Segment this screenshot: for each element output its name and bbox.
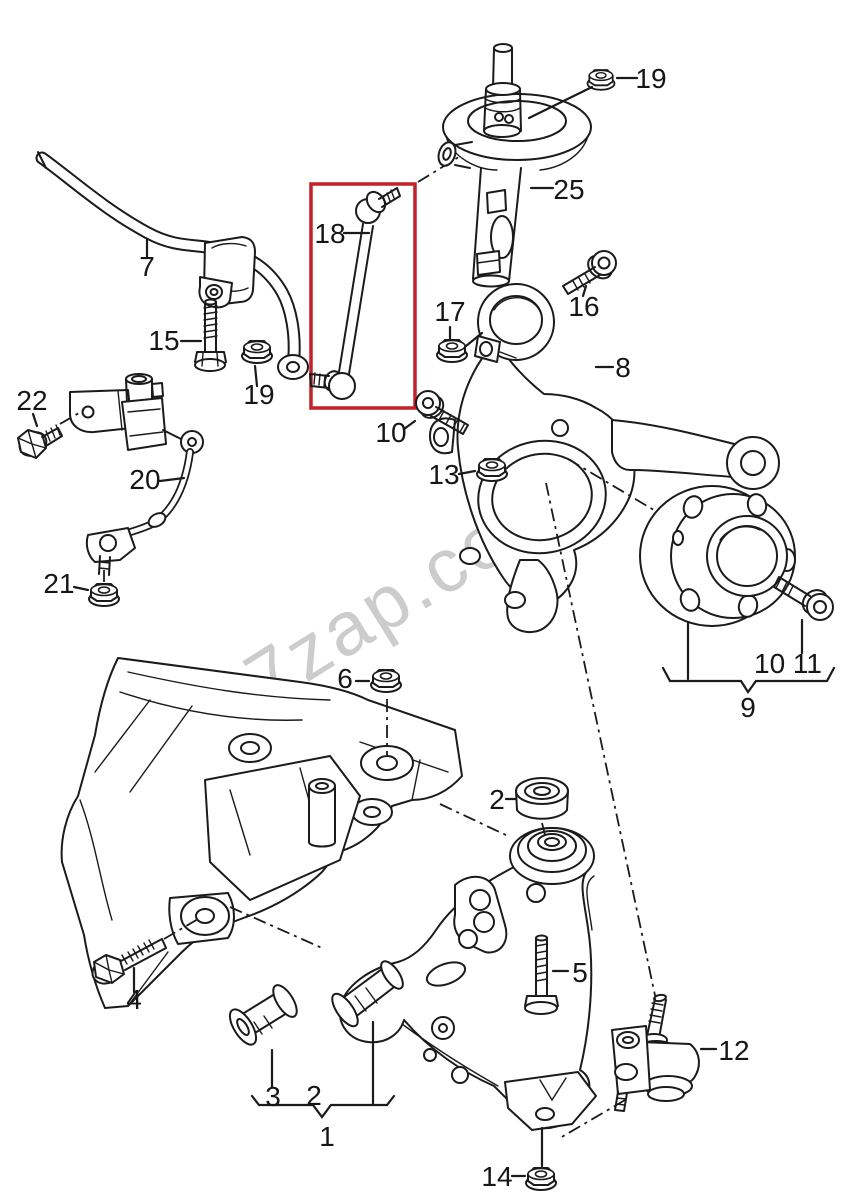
nut-19-left: [241, 340, 273, 364]
callout-10[interactable]: 10: [375, 417, 406, 448]
control-arm: [331, 827, 597, 1131]
bushing2-line: [541, 822, 546, 836]
callout-6[interactable]: 6: [337, 663, 353, 694]
callout-17[interactable]: 17: [434, 296, 465, 327]
callout-14[interactable]: 14: [481, 1161, 512, 1192]
wheel-hub: [639, 485, 796, 627]
nut-14: [525, 1167, 557, 1191]
nut-21: [88, 583, 120, 607]
stabilizer-clamp: [198, 236, 256, 309]
callout-15[interactable]: 15: [148, 325, 179, 356]
bolt-10: [415, 390, 469, 435]
arm-balljoint-tab: [504, 1071, 597, 1131]
callout-20[interactable]: 20: [129, 464, 160, 495]
bolt-4: [91, 938, 167, 985]
highlight-box: [309, 182, 417, 410]
callout-2-lower[interactable]: 2: [306, 1080, 322, 1111]
callout-10-11[interactable]: 10 11: [754, 648, 822, 679]
knuckle-to-hub-line: [567, 458, 670, 520]
callout-5[interactable]: 5: [572, 957, 588, 988]
callout-19-top[interactable]: 19: [635, 63, 666, 94]
knuckle-to-balljoint-line: [545, 482, 657, 1001]
bolt-11: [773, 576, 834, 621]
subframe-to-housing-line: [439, 803, 509, 837]
rear-bushing: [331, 960, 404, 1028]
leader-lines: [31, 76, 836, 1178]
bolt22-line: [59, 409, 85, 425]
bushing-3: [228, 984, 298, 1046]
callout-13[interactable]: 13: [428, 459, 459, 490]
stabilizer-link: [309, 187, 401, 400]
subframe: [60, 657, 463, 1009]
callout-7[interactable]: 7: [139, 251, 155, 282]
subframe-to-arm-line: [229, 906, 323, 949]
callout-21[interactable]: 21: [43, 568, 74, 599]
callout-4[interactable]: 4: [126, 984, 142, 1015]
callout-16[interactable]: 16: [568, 291, 599, 322]
strut: [437, 43, 592, 288]
callout-9[interactable]: 9: [740, 692, 756, 723]
nut-17: [436, 339, 468, 363]
balljoint-to-tab-line: [559, 1099, 626, 1139]
callout-2-upper[interactable]: 2: [489, 784, 505, 815]
bolt-22: [17, 424, 63, 459]
callouts: 7 15 19 18 22 20 21 19 25 16 17 8 10 13 …: [16, 63, 822, 1192]
bolt-16: [562, 250, 617, 295]
bushing-2-upper: [515, 777, 569, 820]
bolt-15: [194, 298, 227, 372]
bolt4-line: [163, 918, 199, 940]
callout-25[interactable]: 25: [553, 174, 584, 205]
callout-8[interactable]: 8: [615, 352, 631, 383]
nut-6: [370, 669, 402, 693]
callout-19-left[interactable]: 19: [243, 379, 274, 410]
front-bushing-housing: [509, 827, 595, 885]
nut-13: [476, 458, 508, 482]
bolt-5: [524, 934, 559, 1015]
level-sensor: [69, 373, 204, 576]
link-to-strut-line: [417, 154, 463, 183]
callout-3[interactable]: 3: [265, 1081, 281, 1112]
steering-knuckle: [429, 283, 780, 634]
callout-1[interactable]: 1: [319, 1121, 335, 1152]
subframe-pin: [308, 778, 336, 848]
callout-22[interactable]: 22: [16, 385, 47, 416]
ball-joint: [611, 993, 700, 1112]
callout-18[interactable]: 18: [314, 218, 345, 249]
callout-12[interactable]: 12: [718, 1035, 749, 1066]
